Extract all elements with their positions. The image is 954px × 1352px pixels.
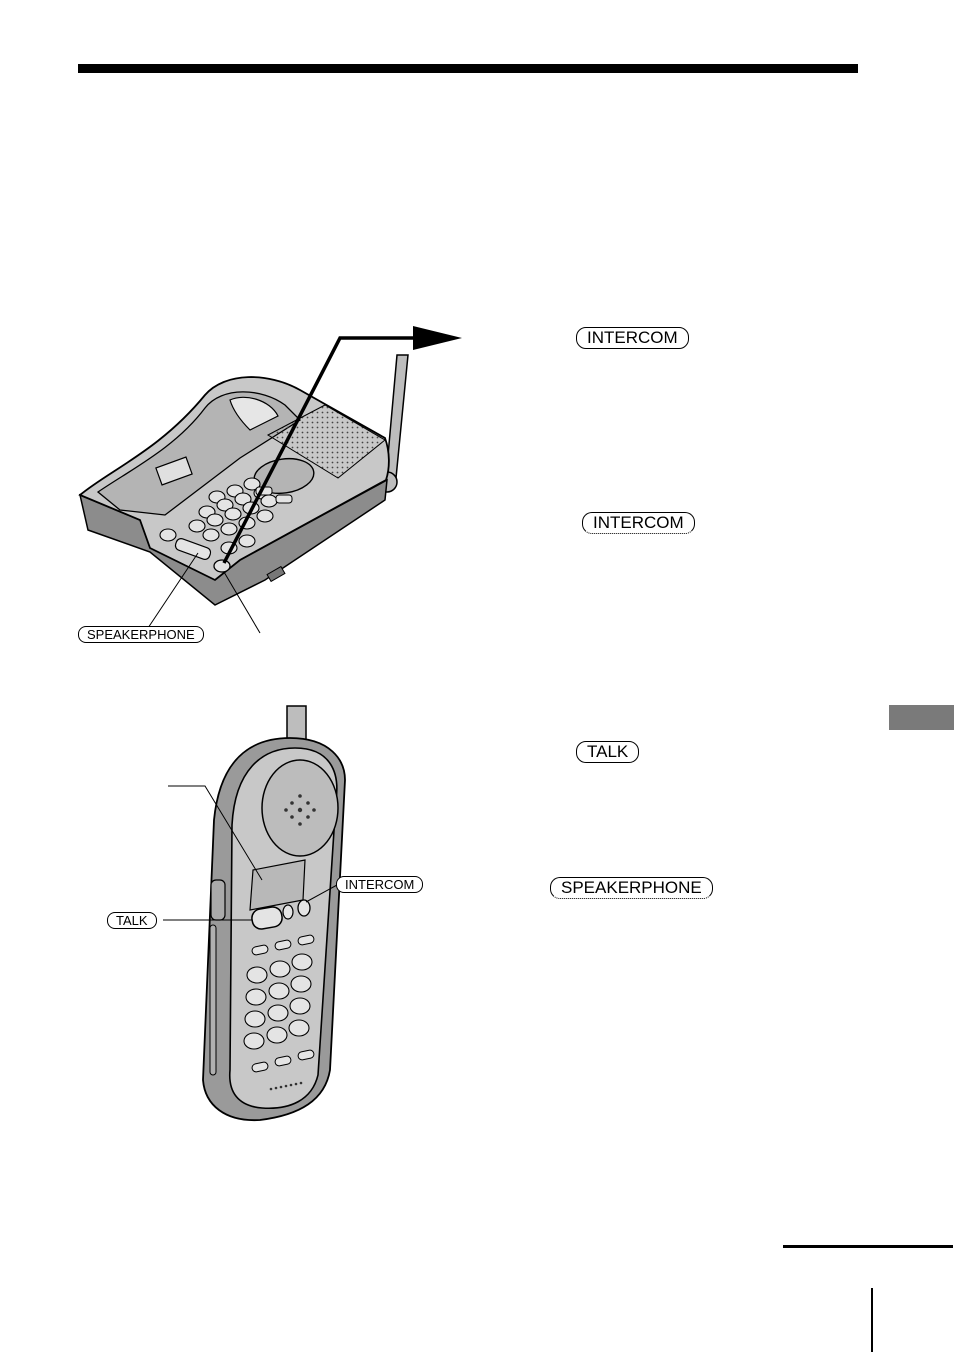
page-number-divider — [871, 1288, 873, 1352]
handset-illustration — [163, 705, 346, 1121]
base-speakerphone-button — [174, 538, 212, 560]
step-speakerphone-key: SPEAKERPHONE — [550, 877, 713, 899]
bottom-rule — [783, 1245, 953, 1248]
handset-talk-button — [251, 906, 283, 930]
step-talk-key: TALK — [576, 741, 640, 763]
step-intercom-key: INTERCOM — [576, 327, 689, 349]
section-index-tab — [889, 705, 954, 730]
step-intercom-hold-key: INTERCOM — [582, 512, 695, 534]
base-intercom-button — [213, 559, 231, 573]
signal-arrow — [222, 326, 462, 564]
handset-intercom-button — [297, 899, 311, 917]
handset-keypad — [243, 953, 313, 1050]
base-speakerphone-label: SPEAKERPHONE — [78, 626, 204, 643]
handset-intercom-label: INTERCOM — [336, 876, 424, 893]
top-rule — [78, 64, 858, 73]
handset-talk-label: TALK — [107, 912, 157, 929]
base-unit-illustration — [78, 354, 409, 634]
